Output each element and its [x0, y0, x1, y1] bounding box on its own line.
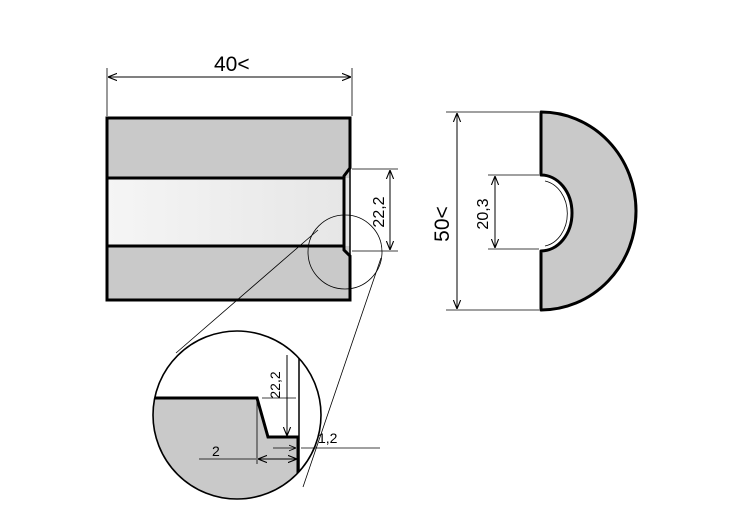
detail-marker-circle — [307, 214, 383, 290]
end-view: 50< 20,3 — [431, 110, 638, 312]
bore-dimension-label: 22,2 — [371, 196, 388, 227]
side-view-outline — [105, 116, 352, 302]
step-height-label: 22,2 — [267, 371, 283, 398]
wall-dimension-label: 1,2 — [318, 430, 338, 446]
side-view-upper-wall — [107, 118, 350, 178]
side-view-bore — [107, 178, 350, 246]
length-dimension-label: 40< — [214, 53, 250, 76]
detail-material-section — [153, 398, 298, 499]
side-view-lower-wall — [107, 246, 350, 300]
detail-view: 22,2 2 1,2 — [152, 330, 380, 500]
detail-circle-boundary — [152, 330, 322, 500]
step-width-label: 2 — [212, 443, 220, 459]
end-view-bore-inner-line — [544, 180, 568, 247]
detail-profile-outline — [153, 396, 300, 499]
detail-leader-line-right — [302, 257, 382, 488]
diameter-dimension-label: 50< — [431, 206, 454, 242]
detail-leader-line-left — [175, 229, 319, 354]
end-bore-dimension-label: 20,3 — [475, 198, 492, 229]
end-view-section — [539, 110, 638, 312]
side-view: 40< 22,2 — [105, 53, 398, 302]
